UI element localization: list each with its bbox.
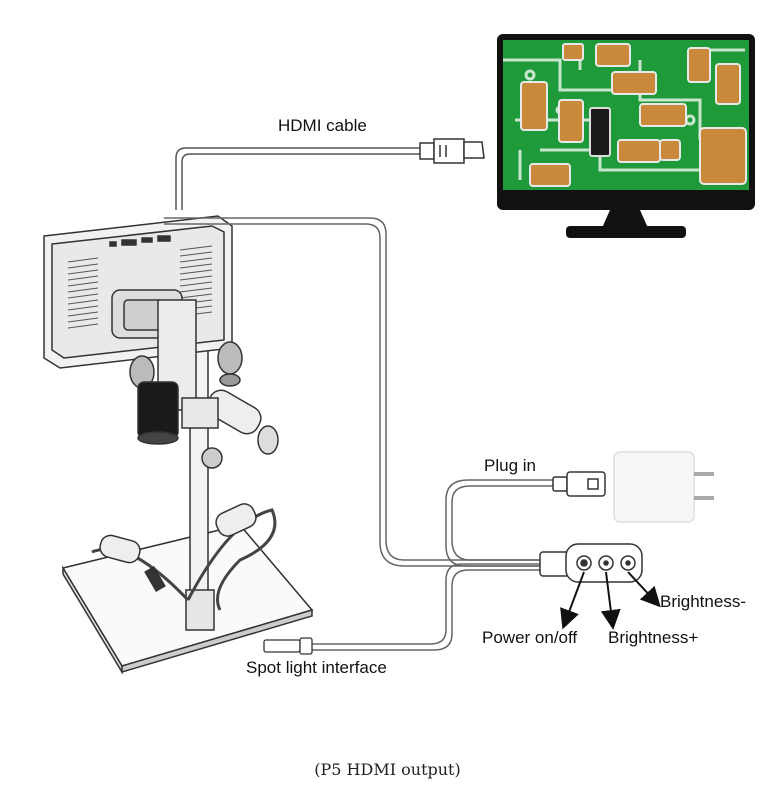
label-plug-in: Plug in [484, 456, 536, 475]
label-spot-light-interface: Spot light interface [246, 658, 387, 677]
figure-caption: (P5 HDMI output) [314, 760, 461, 779]
external-monitor [497, 34, 755, 238]
arrow-brightness-minus [627, 571, 661, 608]
label-power-on-off: Power on/off [482, 628, 578, 647]
digital-microscope [43, 215, 314, 675]
callout-arrows [560, 571, 661, 630]
label-brightness-minus: Brightness- [660, 592, 746, 611]
usb-plug [552, 471, 606, 497]
usb-cable [445, 479, 553, 567]
monitor-screen-pcb-image [503, 40, 749, 190]
label-brightness-plus: Brightness+ [608, 628, 699, 647]
usb-power-adapter [613, 451, 714, 523]
inline-controller [539, 543, 643, 583]
arrow-brightness-plus [600, 571, 621, 630]
hdmi-cable [175, 147, 420, 210]
spot-light-cable [300, 563, 540, 651]
spot-light-connector [263, 637, 313, 655]
hdmi-plug [419, 138, 485, 164]
display-power-cable [164, 217, 540, 567]
arrow-power [560, 571, 585, 630]
label-hdmi-cable: HDMI cable [278, 116, 367, 135]
